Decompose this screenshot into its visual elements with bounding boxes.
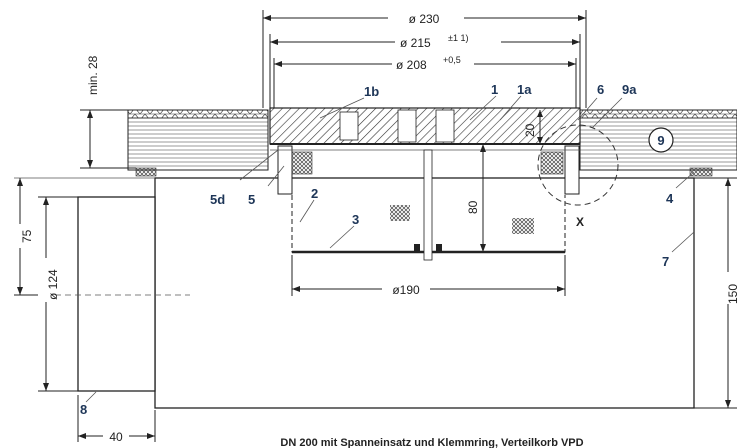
label-6: 6 bbox=[597, 82, 604, 97]
dimension-75: 75 bbox=[12, 178, 40, 296]
dim-75-text: 75 bbox=[20, 229, 34, 243]
label-4: 4 bbox=[666, 191, 674, 206]
label-5: 5 bbox=[248, 192, 255, 207]
label-9-circle bbox=[648, 127, 674, 153]
label-x: X bbox=[576, 215, 584, 229]
side-inlet-pipe bbox=[77, 196, 156, 392]
dimension-40: 40 bbox=[77, 395, 156, 444]
dim-min28-text: min. 28 bbox=[86, 55, 100, 95]
floor-panel-left bbox=[127, 109, 269, 177]
label-3: 3 bbox=[352, 212, 359, 227]
dim-150-text: 150 bbox=[726, 284, 737, 304]
dimension-150: 150 bbox=[694, 177, 737, 409]
dimension-20: 20 bbox=[523, 110, 543, 144]
clamp-ring bbox=[270, 145, 580, 195]
dimension-d215: ø 215 ±1 1) bbox=[269, 32, 581, 108]
label-1: 1 bbox=[491, 82, 498, 97]
label-9: 9 bbox=[657, 133, 664, 148]
dimension-d124: ø 124 bbox=[38, 196, 78, 392]
label-1a: 1a bbox=[517, 82, 532, 97]
dim-d208-text: ø 208 bbox=[396, 58, 427, 72]
dim-d190-text: ø190 bbox=[392, 283, 420, 297]
dim-d230-text: ø 230 bbox=[409, 12, 440, 26]
grate-cover bbox=[269, 107, 581, 145]
dimension-d208: ø 208 +0,5 bbox=[273, 54, 577, 108]
dim-d215-text: ø 215 bbox=[400, 36, 431, 50]
dim-d215-tolerance: ±1 1) bbox=[448, 33, 468, 43]
part-labels: 1b 1 1a 6 9a 9 5d 5 2 3 X 4 7 8 bbox=[80, 82, 674, 417]
distribution-basket bbox=[291, 149, 566, 261]
label-7: 7 bbox=[662, 254, 669, 269]
dim-40-text: 40 bbox=[109, 430, 123, 444]
label-8: 8 bbox=[80, 402, 87, 417]
leader-lines bbox=[85, 95, 695, 403]
dim-d124-text: ø 124 bbox=[46, 269, 60, 300]
dimension-d230: ø 230 bbox=[262, 10, 587, 108]
figure-caption: DN 200 mit Spanneinsatz und Klemmring, V… bbox=[280, 437, 583, 448]
label-5d: 5d bbox=[210, 192, 225, 207]
dimension-min28: min. 28 bbox=[80, 55, 136, 169]
label-9a: 9a bbox=[622, 82, 637, 97]
dim-80-text: 80 bbox=[466, 200, 480, 214]
dim-d208-tolerance: +0,5 bbox=[443, 55, 461, 65]
dimension-80: 80 bbox=[466, 144, 486, 252]
dimension-d190: ø190 bbox=[291, 255, 566, 297]
dim-20-text: 20 bbox=[523, 123, 537, 137]
label-1b: 1b bbox=[364, 84, 379, 99]
label-2: 2 bbox=[311, 186, 318, 201]
detail-x-circle bbox=[537, 124, 619, 206]
